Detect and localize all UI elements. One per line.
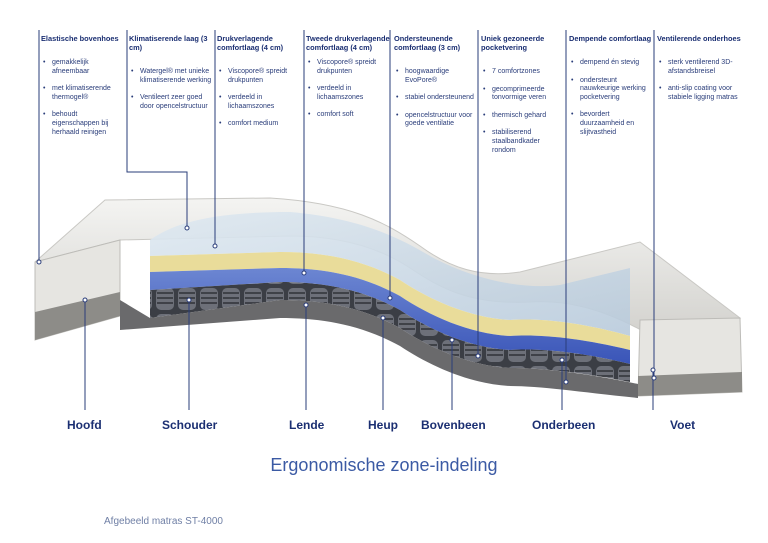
layer-bullet: gecomprimeerde tonvormige veren xyxy=(481,86,565,103)
layer-bullet: 7 comfortzones xyxy=(481,68,565,77)
layer-title: Ventilerende onderhoes xyxy=(657,34,741,43)
layer-column-3: Drukverlagende comfortlaag (4 cm) Viscop… xyxy=(217,34,301,138)
zone-label-onderbeen: Onderbeen xyxy=(532,418,596,432)
base-layer xyxy=(120,300,638,398)
layer-title: Tweede drukverlagende comfortlaag (4 cm) xyxy=(306,34,390,52)
layer-bullet: Watergel® met unieke klimatiserende werk… xyxy=(129,68,213,85)
zone-label-heup: Heup xyxy=(368,418,398,432)
zone-label-voet: Voet xyxy=(670,418,696,432)
layer-title: Uniek gezoneerde pocketvering xyxy=(481,34,545,52)
layer-bullet: sterk ventilerend 3D-afstandsbreisel xyxy=(657,59,753,76)
layer-bullet: bevordert duurzaamheid en slijtvastheid xyxy=(569,111,653,137)
layer-title: Elastische bovenhoes xyxy=(41,34,119,43)
layer-bullet: thermisch gehard xyxy=(481,112,565,121)
layer-title: Ondersteunende comfortlaag (3 cm) xyxy=(394,34,461,52)
layer-title: Dempende comfortlaag xyxy=(569,34,652,43)
layer-bullet: anti-slip coating voor stabiele ligging … xyxy=(657,85,753,102)
layer-column-2: Klimatiserende laag (3 cm) Watergel® met… xyxy=(129,34,213,120)
comfort-layer-yellow xyxy=(150,252,630,350)
model-note: Afgebeeld matras ST-4000 xyxy=(104,516,223,527)
zone-label-lende: Lende xyxy=(289,418,325,432)
layer-bullet: hoogwaardige EvoPore® xyxy=(394,68,478,85)
layer-title: Klimatiserende laag (3 cm) xyxy=(129,34,208,52)
layer-bullet: verdeeld in lichaamszones xyxy=(217,94,301,111)
layer-column-4: Tweede drukverlagende comfortlaag (4 cm)… xyxy=(306,34,390,129)
layer-bullet: gemakkelijk afneembaar xyxy=(41,59,125,76)
layer-column-8: Ventilerende onderhoes sterk ventilerend… xyxy=(657,34,753,111)
layer-bullet: Viscopore® spreidt drukpunten xyxy=(306,59,390,76)
layer-column-5: Ondersteunende comfortlaag (3 cm) hoogwa… xyxy=(394,34,478,138)
zone-label-bovenbeen: Bovenbeen xyxy=(421,418,486,432)
layer-bullet: stabiliserend staalbandkader rondom xyxy=(481,129,565,155)
layer-column-7: Dempende comfortlaag dempend én stevig o… xyxy=(569,34,653,146)
diagram-caption: Ergonomische zone-indeling xyxy=(270,455,498,475)
layer-title: Drukverlagende comfortlaag (4 cm) xyxy=(217,34,284,52)
layer-bullet: Viscopore® spreidt drukpunten xyxy=(217,68,301,85)
leader-lines xyxy=(38,30,655,382)
layer-bullet: comfort soft xyxy=(306,111,390,120)
layer-column-1: Elastische bovenhoes gemakkelijk afneemb… xyxy=(41,34,125,146)
layer-bullet: opencelstructuur voor goede ventilatie xyxy=(394,112,478,129)
layer-bullet: ondersteunt nauwkeurige werking pocketve… xyxy=(569,77,653,103)
zone-label-schouder: Schouder xyxy=(162,418,218,432)
layer-bullet: Ventileert zeer goed door opencelstructu… xyxy=(129,94,213,111)
pocket-springs xyxy=(150,282,630,382)
layer-bullet: verdeeld in lichaamszones xyxy=(306,85,390,102)
layer-column-6: Uniek gezoneerde pocketvering 7 comfortz… xyxy=(481,34,565,164)
layer-bullet: stabiel ondersteunend xyxy=(394,94,478,103)
layer-bullet: comfort medium xyxy=(217,120,301,129)
layer-bullet: met klimatiserende thermogel® xyxy=(41,85,125,102)
layer-bullet: behoudt eigenschappen bij herhaald reini… xyxy=(41,111,125,137)
layer-bullet: dempend én stevig xyxy=(569,59,653,68)
zone-label-hoofd: Hoofd xyxy=(67,418,102,432)
pointer-dots xyxy=(36,225,657,385)
comfort-layer-blue xyxy=(150,268,630,364)
